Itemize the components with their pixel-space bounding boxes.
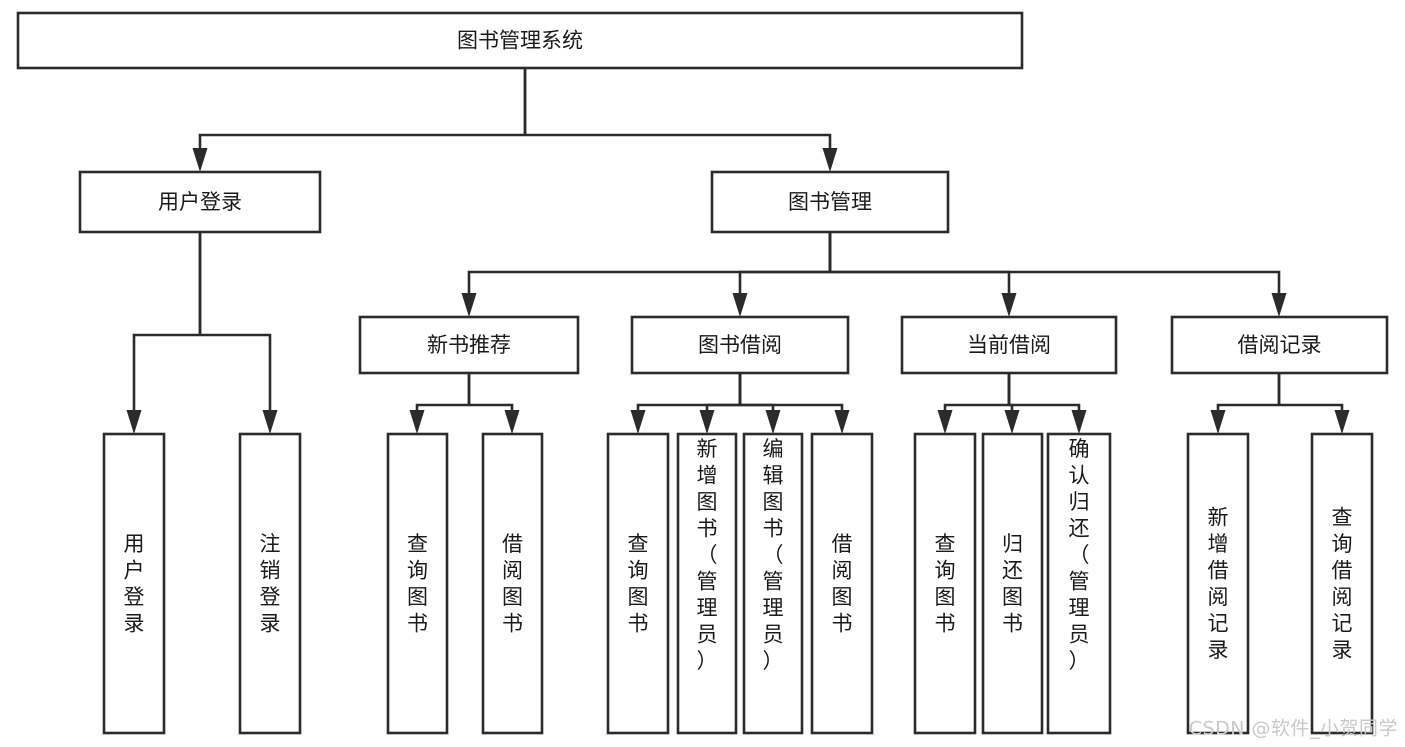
- node-leaf-2[interactable]: 查询图书: [386, 432, 449, 735]
- node-label: 查询借阅记录: [1332, 506, 1353, 663]
- connector-elbow: [830, 270, 1281, 293]
- connector-elbow: [198, 133, 525, 148]
- node-leaf-5[interactable]: 新增图书（管理员）: [676, 432, 738, 735]
- node-level3-1[interactable]: 图书借阅: [630, 315, 850, 375]
- connector-arrowhead: [126, 410, 142, 434]
- connector-elbow: [830, 270, 1011, 293]
- node-box[interactable]: [981, 432, 1044, 735]
- connector-arrowhead: [409, 410, 425, 434]
- node-box[interactable]: [710, 170, 950, 234]
- node-box[interactable]: [1046, 432, 1112, 735]
- node-box[interactable]: [810, 432, 874, 735]
- node-leaf-9[interactable]: 归还图书: [981, 432, 1044, 735]
- connector-arrowhead: [1334, 410, 1350, 434]
- connector-arrowhead: [937, 410, 953, 434]
- connector-arrowhead: [765, 410, 781, 434]
- connector-arrowhead: [262, 410, 278, 434]
- node-label: 归还图书: [1002, 532, 1023, 636]
- node-label: 新增图书（管理员）: [697, 437, 718, 673]
- connector-arrowhead: [822, 148, 838, 172]
- node-label: 新书推荐: [427, 333, 511, 357]
- connector-elbow: [467, 270, 830, 293]
- node-leaf-8[interactable]: 查询图书: [913, 432, 977, 735]
- node-box[interactable]: [676, 432, 738, 735]
- node-label: 新增借阅记录: [1208, 506, 1229, 663]
- node-box[interactable]: [102, 432, 166, 735]
- connector-elbow: [132, 333, 200, 410]
- node-label: 查询图书: [935, 532, 956, 636]
- node-label: 图书借阅: [698, 333, 782, 357]
- connector-elbow: [1216, 403, 1279, 410]
- node-level2-0[interactable]: 用户登录: [78, 170, 322, 234]
- connector-arrowhead: [192, 148, 208, 172]
- connector-arrowhead: [461, 293, 477, 317]
- connector-arrowhead: [732, 293, 748, 317]
- node-level3-2[interactable]: 当前借阅: [900, 315, 1118, 375]
- connector-elbow: [1009, 403, 1081, 410]
- connector-elbow: [415, 403, 469, 410]
- node-label: 借阅图书: [832, 532, 853, 636]
- node-box[interactable]: [1310, 432, 1374, 735]
- connector-arrowhead: [1004, 410, 1020, 434]
- node-box[interactable]: [913, 432, 977, 735]
- connector-elbow: [738, 270, 830, 293]
- node-root-0[interactable]: 图书管理系统: [16, 11, 1024, 70]
- node-label: 图书管理: [788, 190, 872, 214]
- node-box[interactable]: [742, 432, 804, 735]
- node-label: 确认归还（管理员）: [1069, 437, 1090, 673]
- node-leaf-6[interactable]: 编辑图书（管理员）: [742, 432, 804, 735]
- node-leaf-7[interactable]: 借阅图书: [810, 432, 874, 735]
- connector-elbow: [1279, 403, 1344, 410]
- node-label: 当前借阅: [967, 333, 1051, 357]
- node-leaf-3[interactable]: 借阅图书: [481, 432, 544, 735]
- connector-arrowhead: [1210, 410, 1226, 434]
- connector-elbow: [740, 403, 844, 410]
- node-level2-1[interactable]: 图书管理: [710, 170, 950, 234]
- node-box[interactable]: [481, 432, 544, 735]
- node-leaf-12[interactable]: 查询借阅记录: [1310, 432, 1374, 735]
- connector-arrowhead: [834, 410, 850, 434]
- node-label: 注销登录: [260, 532, 281, 636]
- node-label: 借阅记录: [1238, 333, 1322, 357]
- node-leaf-11[interactable]: 新增借阅记录: [1186, 432, 1250, 735]
- connector-elbow: [943, 403, 1009, 410]
- node-label: 用户登录: [158, 190, 242, 214]
- nodes-layer: 图书管理系统用户登录图书管理新书推荐图书借阅当前借阅借阅记录用户登录注销登录查询…: [16, 11, 1389, 735]
- node-box[interactable]: [900, 315, 1118, 375]
- node-label: 用户登录: [124, 532, 145, 636]
- node-box[interactable]: [1186, 432, 1250, 735]
- node-box[interactable]: [16, 11, 1024, 70]
- connector-arrowhead: [504, 410, 520, 434]
- node-leaf-4[interactable]: 查询图书: [606, 432, 670, 735]
- node-label: 借阅图书: [502, 532, 523, 636]
- node-box[interactable]: [78, 170, 322, 234]
- node-box[interactable]: [238, 432, 302, 735]
- node-label: 编辑图书（管理员）: [763, 437, 784, 673]
- connector-elbow: [469, 403, 514, 410]
- csdn-watermark: CSDN @软件_小贺同学: [1189, 718, 1398, 740]
- node-leaf-0[interactable]: 用户登录: [102, 432, 166, 735]
- connector-arrowhead: [1001, 293, 1017, 317]
- node-label: 查询图书: [628, 532, 649, 636]
- node-box[interactable]: [630, 315, 850, 375]
- connector-elbow: [200, 333, 272, 410]
- node-leaf-10[interactable]: 确认归还（管理员）: [1046, 432, 1112, 735]
- connector-arrowhead: [1271, 293, 1287, 317]
- connector-elbow: [705, 403, 740, 410]
- node-box[interactable]: [358, 315, 580, 375]
- connectors-layer: [126, 68, 1350, 434]
- connector-arrowhead: [630, 410, 646, 434]
- node-box[interactable]: [1170, 315, 1389, 375]
- node-box[interactable]: [606, 432, 670, 735]
- connector-arrowhead: [699, 410, 715, 434]
- node-label: 图书管理系统: [457, 29, 583, 53]
- node-label: 查询图书: [407, 532, 428, 636]
- node-leaf-1[interactable]: 注销登录: [238, 432, 302, 735]
- node-box[interactable]: [386, 432, 449, 735]
- connector-arrowhead: [1071, 410, 1087, 434]
- node-level3-3[interactable]: 借阅记录: [1170, 315, 1389, 375]
- node-level3-0[interactable]: 新书推荐: [358, 315, 580, 375]
- connector-elbow: [525, 133, 832, 148]
